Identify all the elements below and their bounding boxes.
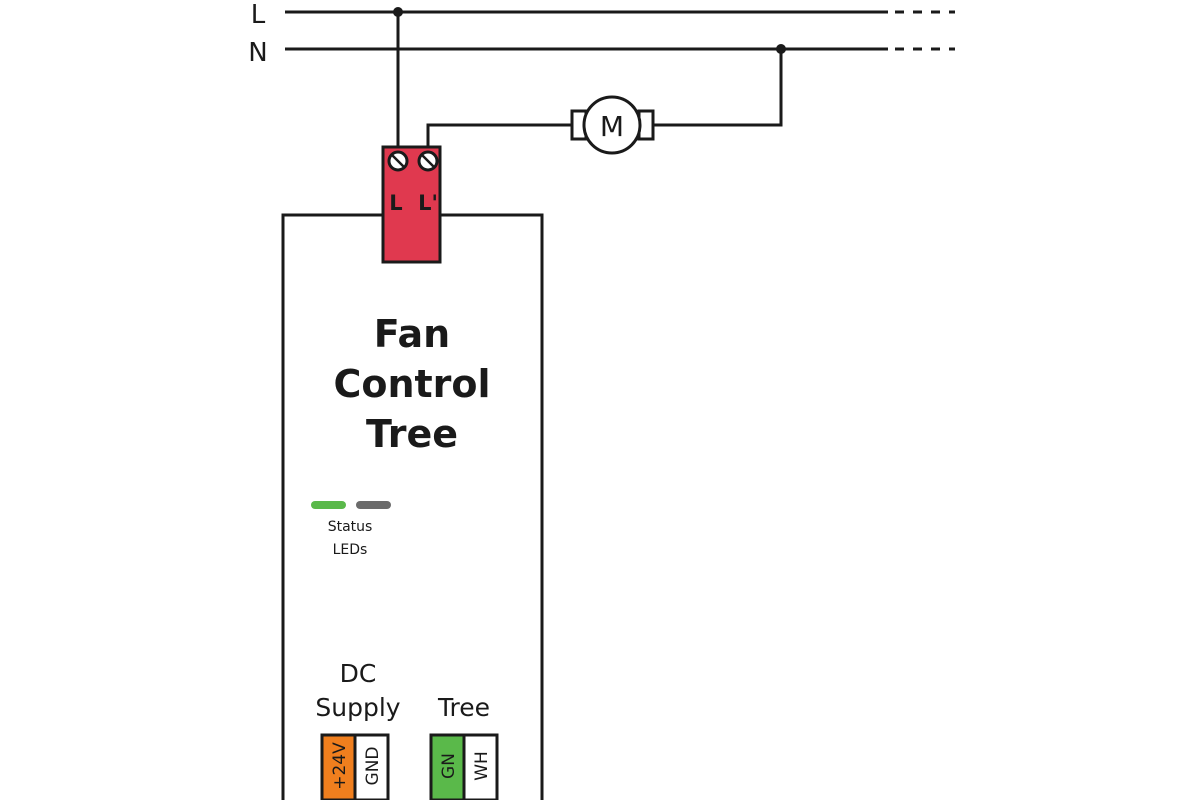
motor-body — [582, 95, 642, 155]
device-title-line-1: Fan — [374, 312, 450, 356]
tree-port-label: Tree — [437, 693, 490, 722]
device-title-line-3: Tree — [366, 412, 458, 456]
relay-terminal-l-label: L — [389, 191, 402, 215]
pin-24v[interactable] — [320, 733, 357, 800]
status-led-green — [311, 501, 346, 509]
neutral-return-wire — [652, 49, 783, 127]
line-rail-label: L — [251, 0, 266, 30]
pin-wh-label: WH — [472, 751, 492, 781]
switched-line-wire — [426, 123, 573, 148]
status-leds-label-line-1: Status — [328, 519, 373, 535]
dc-supply-connector: +24V GND — [320, 733, 390, 800]
dc-supply-label-line-2: Supply — [315, 693, 400, 722]
dc-supply-label-line-1: DC — [340, 659, 377, 688]
status-led-grey — [356, 501, 391, 509]
motor-label: M — [600, 110, 624, 143]
screw-terminal-l-prime-icon[interactable] — [417, 150, 439, 172]
motor-symbol: M — [570, 95, 655, 155]
pin-gnd[interactable] — [353, 733, 390, 800]
pin-wh[interactable] — [462, 733, 499, 800]
pin-gn-label: GN — [439, 753, 459, 779]
neutral-rail-label: N — [248, 38, 267, 68]
relay-terminal-l-prime-label: L' — [418, 191, 438, 215]
tree-connector: GN WH — [429, 733, 499, 800]
status-leds-label-line-2: LEDs — [333, 542, 368, 558]
device-title-line-2: Control — [333, 362, 490, 406]
pin-gnd-label: GND — [363, 747, 383, 786]
pin-24v-label: +24V — [330, 742, 350, 790]
relay-terminal-block: L L' — [381, 145, 442, 264]
screw-terminal-l-icon[interactable] — [387, 150, 409, 172]
